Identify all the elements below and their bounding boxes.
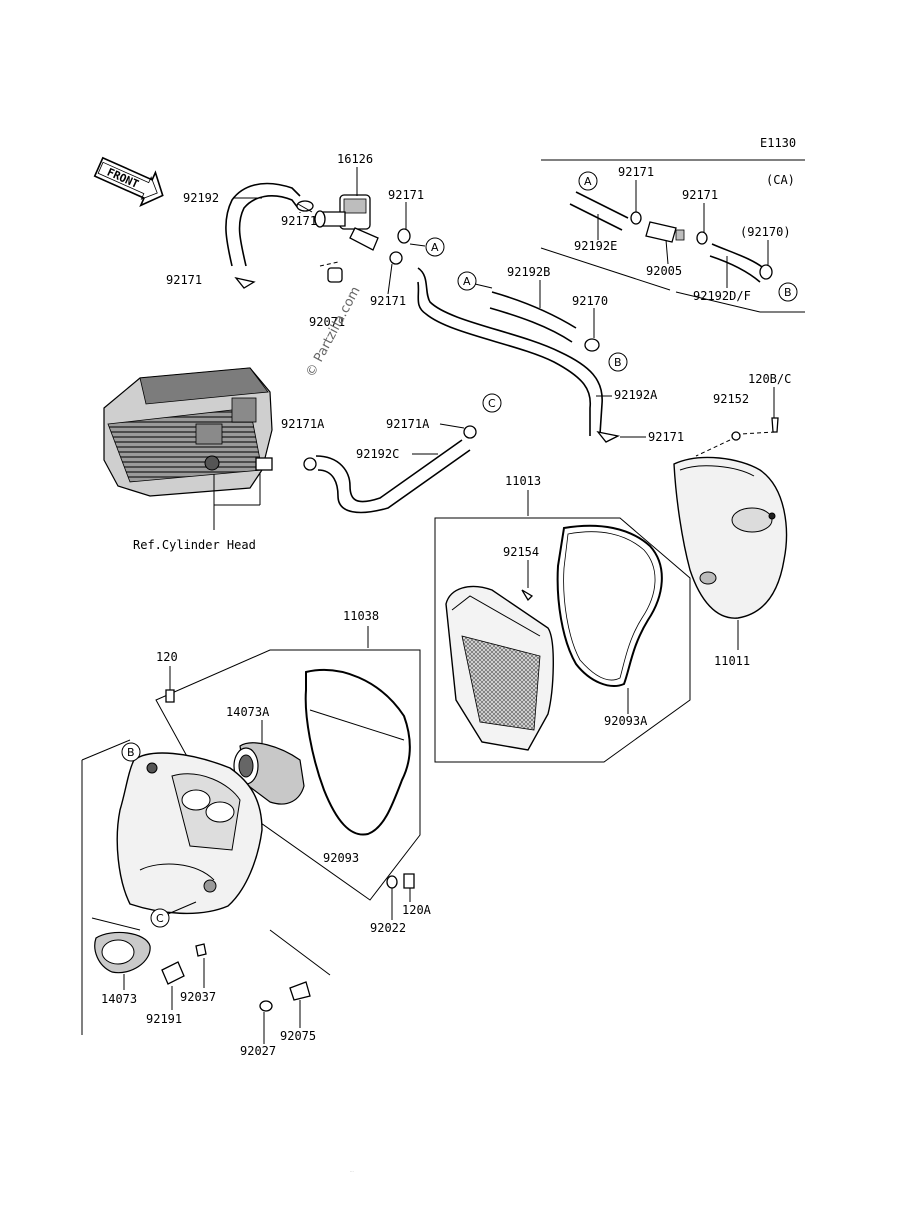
washer [386, 875, 398, 889]
clamp [303, 457, 317, 471]
region-label: (CA) [766, 173, 795, 187]
callout-b-base [121, 742, 141, 762]
ca-region-box [540, 159, 805, 313]
clamp [696, 231, 708, 245]
label-92075: 92075 [280, 1029, 316, 1043]
label-92171-ca1: 92171 [618, 165, 654, 179]
clamp [389, 228, 411, 265]
clamp [296, 200, 314, 213]
gasket-92093 [304, 668, 411, 836]
label-120: 120 [156, 650, 178, 664]
label-92071: 92071 [309, 315, 345, 329]
label-11038: 11038 [343, 609, 379, 623]
label-92171-lower: 92171 [166, 273, 202, 287]
watermark: © Partzilla.com [303, 284, 363, 380]
fitting [255, 457, 273, 471]
clamp [759, 264, 773, 280]
callout-b-ca-letter: B [784, 286, 792, 299]
air-cleaner-base [116, 752, 263, 915]
reference-label: Ref.Cylinder Head [133, 538, 256, 552]
callout-c-base [150, 908, 170, 928]
label-92093a: 92093A [604, 714, 648, 728]
label-92170-ca: (92170) [740, 225, 791, 239]
label-14073a: 14073A [226, 705, 270, 719]
cap [259, 1000, 273, 1012]
callout-c-base-letter: C [156, 912, 164, 925]
label-92192a: 92192A [614, 388, 658, 402]
callout-a-2-letter: A [463, 275, 471, 288]
label-92171a-2: 92171A [386, 417, 430, 431]
label-120a: 120A [402, 903, 432, 917]
clamp [234, 276, 256, 289]
front-arrow-icon: FRONT [93, 156, 164, 207]
callout-c [482, 393, 502, 413]
label-120bc: 120B/C [748, 372, 791, 386]
callout-a-ca-letter: A [584, 175, 592, 188]
plug [161, 961, 185, 985]
label-92192b: 92192B [507, 265, 550, 279]
callout-c-letter: C [488, 397, 496, 410]
label-92171-mid: 92171 [370, 294, 406, 308]
element-assembly-box [434, 517, 691, 763]
clamp [584, 338, 600, 352]
label-92192c: 92192C [356, 447, 399, 461]
label-92192: 92192 [183, 191, 219, 205]
clamp [463, 425, 477, 439]
callout-b [608, 352, 628, 372]
callout-b-base-letter: B [127, 746, 135, 759]
label-11011: 11011 [714, 654, 750, 668]
air-filter-element [445, 585, 554, 751]
base-assembly-box [155, 649, 421, 901]
callout-a-2 [457, 271, 477, 291]
label-16126: 16126 [337, 152, 373, 166]
footer-text: ... [350, 1168, 354, 1173]
label-11013: 11013 [505, 474, 541, 488]
air-switching-valve [314, 194, 379, 283]
label-92171a: 92171A [281, 417, 325, 431]
callout-b-ca [778, 282, 798, 302]
air-cleaner-cover [673, 456, 788, 619]
cylinder-head [103, 367, 273, 497]
label-92192df: 92192D/F [693, 289, 751, 303]
label-92171-ca2: 92171 [682, 188, 718, 202]
label-92171-bottom: 92171 [648, 430, 684, 444]
clamp [630, 211, 642, 225]
gasket [556, 524, 663, 687]
label-92022: 92022 [370, 921, 406, 935]
clamp [596, 431, 620, 443]
label-92171-upper-right: 92171 [388, 188, 424, 202]
label-92192e: 92192E [574, 239, 617, 253]
duct-14073 [94, 931, 151, 974]
label-92152: 92152 [713, 392, 749, 406]
label-92037: 92037 [180, 990, 216, 1004]
label-92171-left: 92171 [281, 214, 317, 228]
label-92093: 92093 [323, 851, 359, 865]
grommet [289, 981, 311, 1001]
label-92154: 92154 [503, 545, 539, 559]
label-92170: 92170 [572, 294, 608, 308]
label-92027: 92027 [240, 1044, 276, 1058]
label-92005: 92005 [646, 264, 682, 278]
label-92191: 92191 [146, 1012, 182, 1026]
callout-b-letter: B [614, 356, 622, 369]
label-14073: 14073 [101, 992, 137, 1006]
callout-a [425, 237, 445, 257]
callout-a-letter: A [431, 241, 439, 254]
callout-a-ca [578, 171, 598, 191]
inlet-duct [233, 742, 305, 805]
diagram-code: E1130 [760, 136, 796, 150]
check-valve [645, 221, 685, 243]
